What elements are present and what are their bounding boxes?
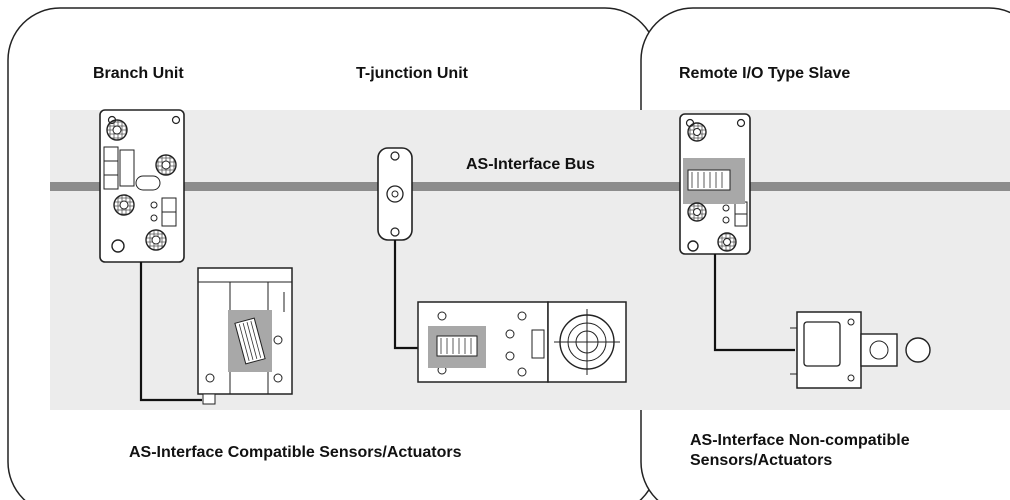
noncompatible-sensors-label-line1: AS-Interface Non-compatible — [690, 432, 910, 449]
as-interface-bus-line — [50, 182, 1010, 191]
t-junction-cable — [393, 240, 425, 350]
remote-io-slave-device — [679, 113, 751, 255]
t-junction-unit-label: T-junction Unit — [356, 65, 469, 82]
compatible-sensor-device — [197, 267, 293, 405]
noncompatible-sensors-label-line2: Sensors/Actuators — [690, 452, 832, 469]
inductive-sensor-device — [417, 301, 627, 383]
branch-unit-device — [99, 109, 185, 263]
as-interface-bus-label: AS-Interface Bus — [466, 156, 595, 173]
branch-unit-label: Branch Unit — [93, 65, 184, 82]
remote-io-slave-label: Remote I/O Type Slave — [679, 65, 850, 82]
noncompatible-sensor-device — [790, 311, 931, 389]
t-junction-unit-device — [377, 147, 413, 241]
remote-io-cable — [713, 254, 795, 352]
compatible-sensors-label: AS-Interface Compatible Sensors/Actuator… — [129, 444, 462, 461]
branch-cable — [139, 262, 202, 402]
